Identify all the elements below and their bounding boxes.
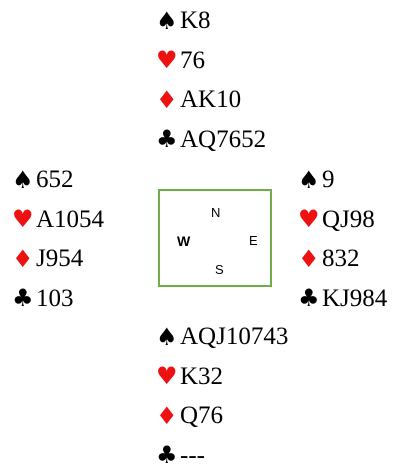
compass-east-label: E — [249, 234, 258, 247]
west-diamonds-row: ♦ J954 — [12, 239, 104, 279]
club-icon: ♣ — [298, 286, 319, 310]
heart-icon: ♥ — [298, 207, 319, 231]
south-clubs-row: ♣ --- — [156, 436, 288, 475]
west-hand: ♠ 652 ♥ A1054 ♦ J954 ♣ 103 — [12, 160, 104, 318]
west-spades-cards: 652 — [36, 167, 74, 192]
north-hearts-cards: 76 — [180, 48, 205, 73]
north-diamonds-cards: AK10 — [180, 87, 241, 112]
club-icon: ♣ — [156, 443, 177, 467]
west-hearts-cards: A1054 — [36, 207, 104, 232]
east-hearts-cards: QJ98 — [322, 207, 375, 232]
east-spades-cards: 9 — [322, 167, 335, 192]
north-spades-cards: K8 — [180, 8, 211, 33]
spade-icon: ♠ — [156, 9, 177, 33]
heart-icon: ♥ — [156, 364, 177, 388]
south-spades-row: ♠ AQJ10743 — [156, 317, 288, 357]
diamond-icon: ♦ — [156, 88, 177, 112]
south-hearts-row: ♥ K32 — [156, 357, 288, 397]
north-clubs-row: ♣ AQ7652 — [156, 120, 266, 160]
south-hand: ♠ AQJ10743 ♥ K32 ♦ Q76 ♣ --- — [156, 317, 288, 475]
club-icon: ♣ — [156, 127, 177, 151]
east-diamonds-row: ♦ 832 — [298, 239, 387, 279]
west-spades-row: ♠ 652 — [12, 160, 104, 200]
north-spades-row: ♠ K8 — [156, 1, 266, 41]
club-icon: ♣ — [12, 286, 33, 310]
south-diamonds-row: ♦ Q76 — [156, 396, 288, 436]
spade-icon: ♠ — [156, 325, 177, 349]
east-clubs-row: ♣ KJ984 — [298, 279, 387, 319]
east-clubs-cards: KJ984 — [322, 286, 387, 311]
compass-south-label: S — [215, 263, 224, 276]
diamond-icon: ♦ — [156, 404, 177, 428]
spade-icon: ♠ — [298, 168, 319, 192]
west-clubs-cards: 103 — [36, 286, 74, 311]
west-hearts-row: ♥ A1054 — [12, 200, 104, 240]
north-hand: ♠ K8 ♥ 76 ♦ AK10 ♣ AQ7652 — [156, 1, 266, 159]
east-spades-row: ♠ 9 — [298, 160, 387, 200]
heart-icon: ♥ — [12, 207, 33, 231]
spade-icon: ♠ — [12, 168, 33, 192]
north-hearts-row: ♥ 76 — [156, 41, 266, 81]
south-diamonds-cards: Q76 — [180, 403, 223, 428]
heart-icon: ♥ — [156, 48, 177, 72]
south-spades-cards: AQJ10743 — [180, 324, 288, 349]
east-diamonds-cards: 832 — [322, 246, 360, 271]
compass-box: N W E S — [158, 189, 272, 287]
south-hearts-cards: K32 — [180, 364, 223, 389]
compass-west-label: W — [177, 234, 190, 248]
north-clubs-cards: AQ7652 — [180, 127, 266, 152]
west-diamonds-cards: J954 — [36, 246, 83, 271]
diamond-icon: ♦ — [12, 247, 33, 271]
diamond-icon: ♦ — [298, 247, 319, 271]
south-clubs-cards: --- — [180, 443, 205, 468]
east-hand: ♠ 9 ♥ QJ98 ♦ 832 ♣ KJ984 — [298, 160, 387, 318]
east-hearts-row: ♥ QJ98 — [298, 200, 387, 240]
west-clubs-row: ♣ 103 — [12, 279, 104, 319]
north-diamonds-row: ♦ AK10 — [156, 80, 266, 120]
compass-north-label: N — [211, 206, 220, 219]
